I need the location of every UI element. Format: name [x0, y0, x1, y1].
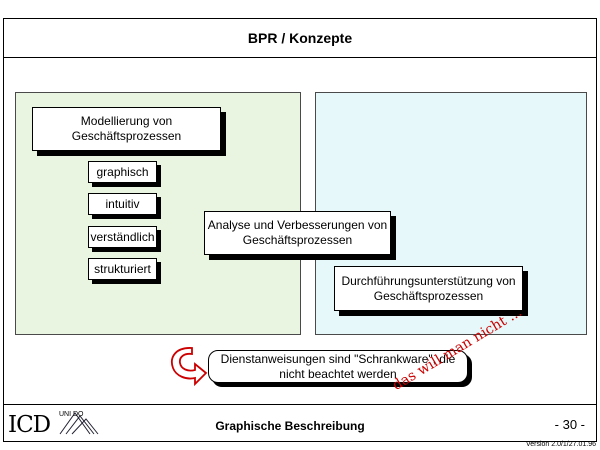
- analysis-box-label: Analyse und Verbesserungen von Geschäfts…: [207, 218, 388, 247]
- version-label: Version 2.0/1/27.01.96: [525, 441, 596, 448]
- analysis-box: Analyse und Verbesserungen von Geschäfts…: [204, 211, 391, 255]
- execution-box-label: Durchführungsunterstützung von Geschäfts…: [341, 273, 516, 303]
- attribute-strukturiert: strukturiert: [88, 258, 157, 280]
- page-title-text: BPR / Konzepte: [247, 29, 353, 46]
- modelling-box: Modellierung von Geschäftsprozessen: [32, 107, 221, 151]
- documentation-note: Dienstanweisungen sind "Schrankware", di…: [208, 350, 468, 383]
- attribute-strukturiert-label: strukturiert: [94, 261, 151, 276]
- unido-logo-icon: [59, 412, 99, 435]
- icd-logo: ICD: [8, 412, 51, 438]
- documentation-note-label: Dienstanweisungen sind "Schrankware", di…: [220, 351, 456, 381]
- modelling-box-label: Modellierung von Geschäftsprozessen: [71, 114, 182, 143]
- attribute-intuitiv: intuitiv: [88, 193, 157, 215]
- footer-title: Graphische Beschreibung: [215, 419, 365, 433]
- attribute-verstaendlich-label: verständlich: [90, 229, 155, 244]
- footer: [3, 404, 597, 442]
- attribute-intuitiv-label: intuitiv: [105, 196, 140, 211]
- attribute-graphisch: graphisch: [88, 161, 157, 183]
- unido-label: UNI DO: [59, 411, 84, 418]
- slide-frame: [3, 18, 597, 442]
- attribute-verstaendlich: verständlich: [88, 226, 157, 248]
- circular-arrow-icon: [171, 347, 208, 387]
- page-number: - 30 -: [554, 417, 585, 432]
- execution-box: Durchführungsunterstützung von Geschäfts…: [334, 266, 523, 311]
- page-title: BPR / Konzepte: [3, 18, 597, 58]
- attribute-graphisch-label: graphisch: [96, 164, 149, 179]
